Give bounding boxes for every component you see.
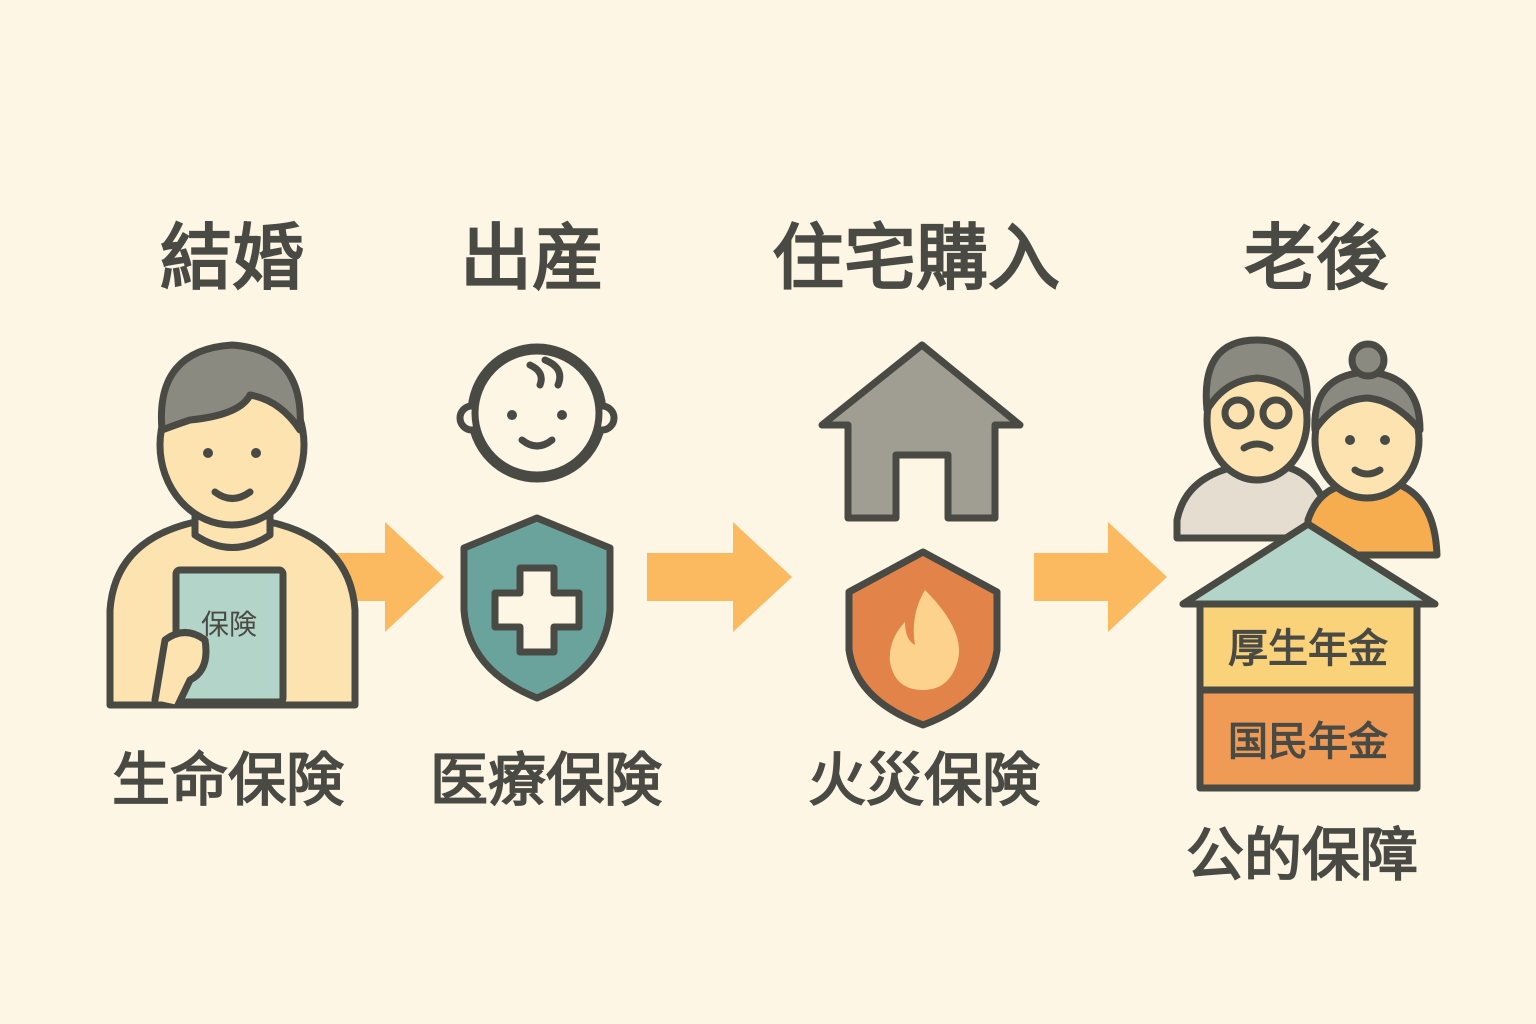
arrow-icon xyxy=(330,522,444,632)
pension-label-national: 国民年金 xyxy=(1228,719,1389,765)
stage-title-retirement: 老後 xyxy=(1244,216,1389,300)
arrows xyxy=(330,522,1167,632)
fire-shield-icon xyxy=(845,548,1001,729)
pension-label-employee: 厚生年金 xyxy=(1228,626,1389,672)
stage-title-birth: 出産 xyxy=(460,216,604,300)
insurance-label-life: 生命保険 xyxy=(112,746,345,814)
person-with-insurance-icon: 保険 xyxy=(106,341,359,709)
elderly-couple-icon xyxy=(1173,336,1441,559)
insurance-label-medical: 医療保険 xyxy=(430,746,663,814)
public-pension-house-icon xyxy=(1179,520,1439,792)
baby-face-icon xyxy=(456,343,618,483)
arrow-icon xyxy=(1034,522,1167,632)
stage-title-marriage: 結婚 xyxy=(160,216,304,300)
insurance-label-fire: 火災保険 xyxy=(808,746,1041,814)
arrow-icon xyxy=(647,522,792,632)
stage-title-home-purchase: 住宅購入 xyxy=(772,216,1060,300)
insurance-card-text: 保険 xyxy=(201,608,257,641)
insurance-label-public: 公的保障 xyxy=(1186,821,1418,889)
house-icon xyxy=(818,341,1024,522)
medical-shield-icon xyxy=(460,514,614,702)
